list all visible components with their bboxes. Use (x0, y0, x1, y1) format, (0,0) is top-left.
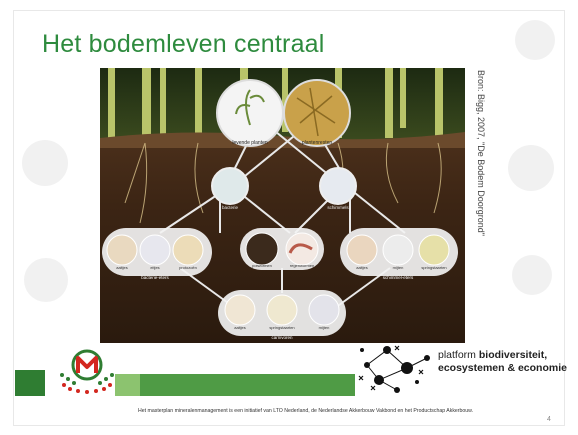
footer-bar-dark (15, 370, 45, 396)
label-bacteria: bacterie (222, 205, 239, 210)
label-carnivores: carnivoren (271, 335, 293, 340)
svg-text:eitjes: eitjes (150, 265, 159, 270)
label-fungi: schimmels (327, 205, 349, 210)
decor-circle (508, 145, 554, 191)
decor-circle (515, 20, 555, 60)
svg-text:aaltjes: aaltjes (234, 325, 246, 330)
svg-text:springstaarten: springstaarten (269, 325, 294, 330)
decor-circle (24, 258, 68, 302)
masterplan-logo (60, 349, 114, 394)
footer-bar (140, 374, 355, 396)
decor-circle (512, 255, 552, 295)
soil-foodweb-image: levende planten plantenresten bacterie s… (100, 68, 465, 343)
svg-text:aaltjes: aaltjes (356, 265, 368, 270)
decor-circle (22, 140, 68, 186)
node-living-plants (216, 79, 284, 147)
svg-text:protozoën: protozoën (179, 265, 197, 270)
source-text: Bron: Bigg, 2007, "De Bodem Doorgrond" (476, 70, 486, 236)
svg-text:mijten: mijten (393, 265, 404, 270)
node-fungi (319, 167, 357, 205)
svg-text:aaltjes: aaltjes (116, 265, 128, 270)
page-number: 4 (547, 416, 551, 423)
label-fungus-eaters: schimmel-eters (383, 275, 414, 280)
platform-logo (358, 345, 430, 393)
node-bacteria (211, 167, 249, 205)
footer-text: Het masterplan mineralenmanagement is ee… (138, 408, 474, 414)
svg-text:potwormen: potwormen (252, 263, 272, 268)
platform-text: platform biodiversiteit, ecosystemen & e… (438, 349, 567, 374)
label-bacteria-eaters: bacterie-eters (141, 275, 169, 280)
node-plant-residues (283, 79, 351, 147)
footer-bar-light (115, 374, 140, 396)
slide-title: Het bodemleven centraal (42, 30, 325, 58)
svg-text:springstaarten: springstaarten (421, 265, 446, 270)
source-citation: Bron: Bigg, 2007, "De Bodem Doorgrond" (474, 70, 488, 270)
label-living-plants: levende planten (232, 140, 268, 146)
svg-text:mijten: mijten (319, 325, 330, 330)
label-plant-residues: plantenresten (302, 140, 333, 146)
svg-text:regenwormen: regenwormen (290, 263, 314, 268)
